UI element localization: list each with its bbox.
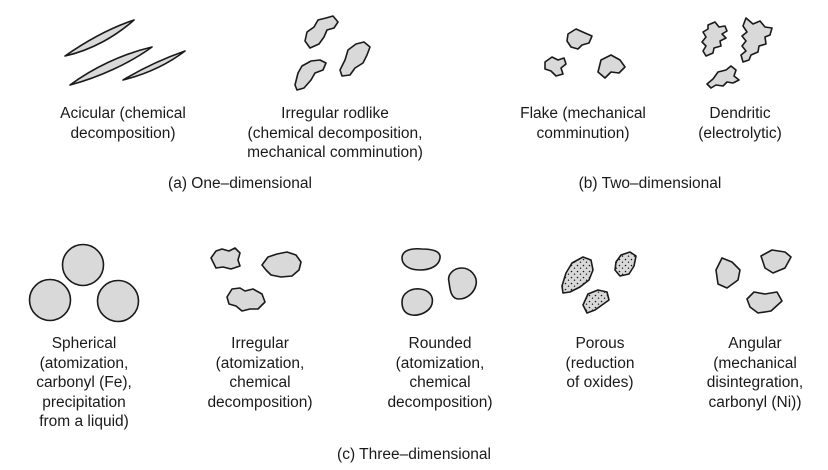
flake-caption: Flake (mechanical comminution) — [520, 105, 646, 142]
section-label-three-dimensional: (c) Three–dimensional — [337, 446, 491, 463]
rounded-particles-icon — [401, 247, 478, 316]
spherical-particles-icon — [28, 243, 140, 323]
section-label-one-dimensional: (a) One–dimensional — [168, 175, 312, 192]
irregular-caption: Irregular (atomization, chemical decompo… — [207, 335, 313, 411]
acicular-particles-icon — [64, 19, 186, 86]
irregular-rodlike-particles-icon — [294, 15, 371, 91]
porous-particles-icon — [561, 251, 637, 314]
porous-caption: Porous (reduction of oxides) — [565, 335, 635, 391]
angular-particles-icon — [715, 249, 792, 314]
irregular-particles-icon — [210, 247, 302, 312]
dendritic-caption: Dendritic (electrolytic) — [698, 105, 782, 142]
rounded-caption: Rounded (atomization, chemical decomposi… — [387, 335, 493, 411]
section-label-two-dimensional: (b) Two–dimensional — [578, 175, 722, 192]
spherical-caption: Spherical (atomization, carbonyl (Fe), p… — [36, 335, 132, 430]
irregular-rodlike-caption: Irregular rodlike (chemical decompositio… — [247, 105, 423, 161]
acicular-caption: Acicular (chemical decomposition) — [60, 105, 186, 142]
dendritic-particles-icon — [701, 17, 773, 89]
flake-particles-icon — [544, 28, 626, 79]
angular-caption: Angular (mechanical disintegration, carb… — [706, 335, 804, 411]
